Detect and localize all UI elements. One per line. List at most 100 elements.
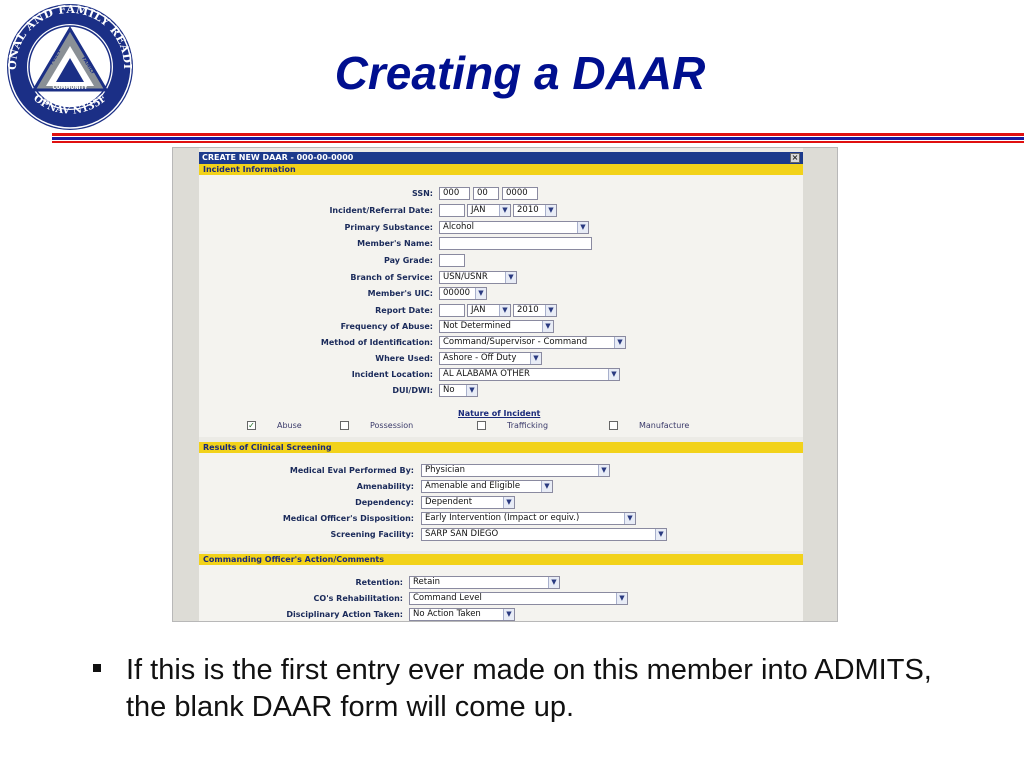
- trafficking-checkbox[interactable]: [477, 421, 486, 430]
- chevron-down-icon: ▼: [475, 288, 486, 299]
- pay-grade-input[interactable]: [439, 254, 465, 267]
- report-year-select[interactable]: 2010 ▼: [513, 304, 557, 317]
- chevron-down-icon: ▼: [655, 529, 666, 540]
- possession-checkbox[interactable]: [340, 421, 349, 430]
- checkmark-icon: ✓: [248, 421, 255, 430]
- where-used-select[interactable]: Ashore - Off Duty▼: [439, 352, 542, 365]
- report-month-select[interactable]: JAN▼: [467, 304, 511, 317]
- ssn-label: SSN:: [411, 189, 433, 198]
- bullet-text: If this is the first entry ever made on …: [126, 654, 932, 723]
- trafficking-label: Trafficking: [507, 421, 549, 430]
- disposition-select[interactable]: Early Intervention (Impact or equiv.) ▼: [421, 512, 636, 525]
- where-used-label: Where Used:: [375, 354, 433, 363]
- abuse-checkbox[interactable]: ✓: [247, 421, 256, 430]
- amenability-value: Amenable and Eligible: [425, 481, 521, 491]
- report-day-input[interactable]: [439, 304, 465, 317]
- header-rule-red-top: [52, 133, 1024, 136]
- primary-substance-select[interactable]: Alcohol ▼: [439, 221, 589, 234]
- location-label: Incident Location:: [351, 370, 433, 379]
- chevron-down-icon: ▼: [577, 222, 588, 233]
- ssn-part3-input[interactable]: 0000: [502, 187, 538, 200]
- branch-label: Branch of Service:: [350, 273, 433, 282]
- disciplinary-label: Disciplinary Action Taken:: [286, 610, 403, 619]
- ssn-part1-input[interactable]: 000: [439, 187, 470, 200]
- chevron-down-icon: ▼: [542, 321, 553, 332]
- frequency-select[interactable]: Not Determined ▼: [439, 320, 554, 333]
- dui-label: DUI/DWI:: [392, 386, 433, 395]
- retention-select[interactable]: Retain▼: [409, 576, 560, 589]
- amenability-select[interactable]: Amenable and Eligible▼: [421, 480, 553, 493]
- panel-right-margin: [803, 148, 837, 621]
- report-date-label: Report Date:: [375, 306, 433, 315]
- section-incident-information: Incident Information: [199, 164, 803, 175]
- method-select[interactable]: Command/Supervisor - Command ▼: [439, 336, 626, 349]
- incident-day-input[interactable]: [439, 204, 465, 217]
- facility-value: SARP SAN DIEGO: [425, 529, 499, 539]
- incident-date-label: Incident/Referral Date:: [329, 206, 433, 215]
- disciplinary-value: No Action Taken: [413, 609, 481, 619]
- amenability-label: Amenability:: [356, 482, 414, 491]
- chevron-down-icon: ▼: [598, 465, 609, 476]
- window-title: CREATE NEW DAAR - 000-00-0000: [202, 153, 354, 162]
- uic-label: Member's UIC:: [367, 289, 433, 298]
- eval-value: Physician: [425, 465, 465, 475]
- section-co-action: Commanding Officer's Action/Comments: [199, 554, 803, 565]
- chevron-down-icon: ▼: [545, 205, 556, 216]
- chevron-down-icon: ▼: [499, 205, 510, 216]
- branch-select[interactable]: USN/USNR▼: [439, 271, 517, 284]
- ssn-part2-input[interactable]: 00: [473, 187, 499, 200]
- retention-label: Retention:: [355, 578, 404, 587]
- report-year-value: 2010: [517, 305, 539, 315]
- primary-substance-value: Alcohol: [443, 222, 474, 232]
- disposition-value: Early Intervention (Impact or equiv.): [425, 513, 580, 523]
- method-value: Command/Supervisor - Command: [443, 337, 588, 347]
- pay-grade-label: Pay Grade:: [383, 256, 433, 265]
- chevron-down-icon: ▼: [530, 353, 541, 364]
- report-month-value: JAN: [471, 305, 486, 315]
- members-name-label: Member's Name:: [357, 239, 433, 248]
- dependency-value: Dependent: [425, 497, 473, 507]
- facility-select[interactable]: SARP SAN DIEGO ▼: [421, 528, 667, 541]
- chevron-down-icon: ▼: [548, 577, 559, 588]
- dui-select[interactable]: No ▼: [439, 384, 478, 397]
- manufacture-label: Manufacture: [639, 421, 690, 430]
- incident-month-value: JAN: [471, 205, 486, 215]
- rehab-value: Command Level: [413, 593, 482, 603]
- possession-label: Possession: [370, 421, 414, 430]
- screening-form-area: Medical Eval Performed By: Physician▼ Am…: [199, 453, 803, 551]
- chevron-down-icon: ▼: [616, 593, 627, 604]
- manufacture-checkbox[interactable]: [609, 421, 618, 430]
- eval-select[interactable]: Physician ▼: [421, 464, 610, 477]
- header-rule-blue: [52, 137, 1024, 140]
- chevron-down-icon: ▼: [503, 497, 514, 508]
- square-bullet-icon: [93, 664, 101, 672]
- panel-left-margin: [173, 148, 199, 621]
- chevron-down-icon: ▼: [545, 305, 556, 316]
- primary-substance-label: Primary Substance:: [344, 223, 433, 232]
- chevron-down-icon: ▼: [614, 337, 625, 348]
- members-name-input[interactable]: [439, 237, 592, 250]
- slide-title: Creating a DAAR: [334, 47, 706, 99]
- chevron-down-icon: ▼: [466, 385, 477, 396]
- incident-month-select[interactable]: JAN ▼: [467, 204, 511, 217]
- header-rule-red-bottom: [52, 141, 1024, 143]
- uic-value: 00000: [443, 288, 471, 298]
- close-icon[interactable]: ×: [790, 153, 800, 163]
- abuse-label: Abuse: [277, 421, 302, 430]
- rehab-select[interactable]: Command Level ▼: [409, 592, 628, 605]
- disciplinary-select[interactable]: No Action Taken▼: [409, 608, 515, 621]
- frequency-value: Not Determined: [443, 321, 511, 331]
- frequency-label: Frequency of Abuse:: [340, 322, 433, 331]
- incident-year-select[interactable]: 2010▼: [513, 204, 557, 217]
- dependency-select[interactable]: Dependent ▼: [421, 496, 515, 509]
- co-form-area: Retention: Retain▼ CO's Rehabilitation: …: [199, 565, 803, 621]
- location-value: AL ALABAMA OTHER: [443, 369, 530, 379]
- branch-value: USN/USNR: [443, 272, 488, 282]
- method-label: Method of Identification:: [320, 338, 433, 347]
- chevron-down-icon: ▼: [624, 513, 635, 524]
- location-select[interactable]: AL ALABAMA OTHER▼: [439, 368, 620, 381]
- personal-family-readiness-seal-logo: PERSONAL AND FAMILY READINESS OPNAV N135…: [2, 2, 134, 130]
- nature-of-incident-title: Nature of Incident: [458, 409, 541, 418]
- dui-value: No: [443, 385, 455, 395]
- uic-select[interactable]: 00000 ▼: [439, 287, 487, 300]
